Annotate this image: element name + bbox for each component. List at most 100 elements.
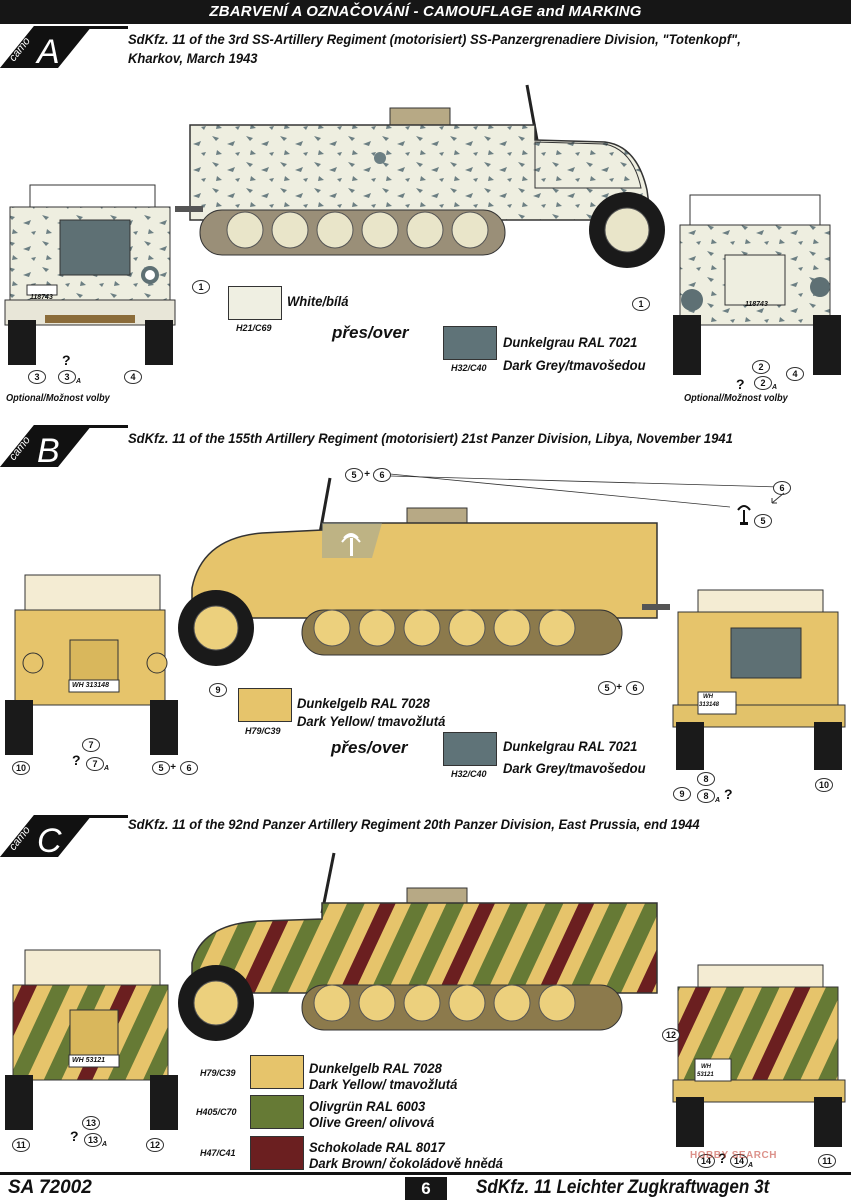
plate-c-rear-2: 53121 bbox=[697, 1072, 714, 1078]
color-name-c-brown-2: Dark Brown/ čokoládově hnědá bbox=[309, 1155, 503, 1171]
marker-1-left: 1 bbox=[192, 280, 210, 294]
color-name-a-white: White/bílá bbox=[287, 293, 349, 309]
marker-2: 2 bbox=[752, 360, 770, 374]
plate-b-rear-2: 313148 bbox=[699, 702, 720, 708]
marker-9-rear: 9 bbox=[673, 787, 691, 801]
camo-tag-b: camo B bbox=[0, 425, 128, 467]
palm-tree-insignia-icon bbox=[341, 533, 361, 556]
plate-b-front: WH 313148 bbox=[72, 682, 109, 689]
marker-5-top: 5 bbox=[345, 468, 363, 482]
camo-tag-a: camo A bbox=[0, 26, 128, 68]
plate-a-rear: 118743 bbox=[30, 294, 53, 301]
swatch-c-dark-yellow bbox=[250, 1055, 304, 1089]
color-name-a-grey-2: Dark Grey/tmavošedou bbox=[503, 357, 646, 373]
question-b-left: ? bbox=[72, 752, 81, 768]
swatch-white bbox=[228, 286, 282, 320]
color-name-b-yellow-2: Dark Yellow/ tmavožlutá bbox=[297, 713, 446, 729]
color-name-c-olive-1: Olivgrün RAL 6003 bbox=[309, 1098, 426, 1114]
color-name-b-grey-2: Dark Grey/tmavošedou bbox=[503, 760, 646, 776]
marker-14a-sub: A bbox=[748, 1162, 754, 1169]
vehicle-a-side-view bbox=[175, 84, 665, 268]
footer-catalog-number: SA 72002 bbox=[8, 1177, 92, 1198]
marker-8: 8 bbox=[697, 772, 715, 786]
marker-13a-sub: A bbox=[102, 1141, 108, 1148]
marker-3: 3 bbox=[28, 370, 46, 384]
palm-tree-detail-icon bbox=[737, 505, 751, 525]
marker-3a-sub: A bbox=[76, 378, 82, 385]
plate-b-rear-1: WH bbox=[703, 694, 713, 700]
marker-10-left: 10 bbox=[12, 761, 30, 775]
marker-11-left: 11 bbox=[12, 1138, 30, 1152]
vehicle-a-rear-view bbox=[4, 184, 176, 365]
footer-rule bbox=[0, 1172, 851, 1175]
marker-10-right: 10 bbox=[815, 778, 833, 792]
vehicle-b-side-view bbox=[178, 477, 670, 666]
marker-13: 13 bbox=[82, 1116, 100, 1130]
plus-rear: + bbox=[616, 682, 622, 693]
footer-page-number: 6 bbox=[405, 1177, 447, 1200]
caption-b-line1: SdKfz. 11 of the 155th Artillery Regimen… bbox=[128, 430, 733, 446]
vehicle-b-front-view bbox=[5, 574, 178, 755]
plate-c-rear-1: WH bbox=[701, 1064, 711, 1070]
code-c-yellow: H79/C39 bbox=[200, 1068, 236, 1078]
vehicle-c-front-view bbox=[5, 949, 178, 1130]
marker-7a: 7 bbox=[86, 757, 104, 771]
color-name-c-yellow-2: Dark Yellow/ tmavožlutá bbox=[309, 1076, 458, 1092]
color-name-c-olive-2: Olive Green/ olivová bbox=[309, 1114, 435, 1130]
marker-6-top: 6 bbox=[373, 468, 391, 482]
swatch-c-olive-green bbox=[250, 1095, 304, 1129]
code-a-grey: H32/C40 bbox=[451, 363, 487, 373]
caption-c-line1: SdKfz. 11 of the 92nd Panzer Artillery R… bbox=[128, 816, 700, 832]
question-a-right: ? bbox=[736, 376, 745, 392]
plate-c-front: WH 53121 bbox=[72, 1057, 106, 1064]
skull-insignia-icon bbox=[145, 270, 155, 280]
marker-12-left: 12 bbox=[146, 1138, 164, 1152]
vehicle-c-rear-view bbox=[672, 964, 846, 1147]
marker-12-right: 12 bbox=[662, 1028, 680, 1042]
over-text-a: přes/over bbox=[332, 323, 409, 342]
marker-8a-sub: A bbox=[715, 797, 721, 804]
color-name-c-brown-1: Schokolade RAL 8017 bbox=[309, 1139, 445, 1155]
marker-8a: 8 bbox=[697, 789, 715, 803]
marker-1-right: 1 bbox=[632, 297, 650, 311]
marker-4-left: 4 bbox=[124, 370, 142, 384]
footer-title: SdKfz. 11 Leichter Zugkraftwagen 3t bbox=[476, 1177, 770, 1198]
optional-a-left: Optional/Možnost volby bbox=[6, 393, 110, 404]
marker-14a: 14 bbox=[730, 1154, 748, 1168]
code-a-white: H21/C69 bbox=[236, 323, 272, 333]
swatch-b-dark-yellow bbox=[238, 688, 292, 722]
marker-6-front: 6 bbox=[180, 761, 198, 775]
watermark: HOBBY SEARCH bbox=[690, 1150, 777, 1161]
optional-a-right: Optional/Možnost volby bbox=[684, 393, 788, 404]
arrow-icon bbox=[771, 492, 785, 504]
color-name-b-grey-1: Dunkelgrau RAL 7021 bbox=[503, 738, 638, 754]
camo-letter-b: B bbox=[37, 432, 60, 467]
color-name-b-yellow-1: Dunkelgelb RAL 7028 bbox=[297, 695, 430, 711]
code-b-yellow: H79/C39 bbox=[245, 726, 281, 736]
vehicle-a-front-view bbox=[673, 194, 841, 375]
code-c-brown: H47/C41 bbox=[200, 1148, 236, 1158]
leader-lines-b bbox=[389, 473, 781, 508]
marker-13a: 13 bbox=[84, 1133, 102, 1147]
marker-5-detail: 5 bbox=[754, 514, 772, 528]
caption-a-line2: Kharkov, March 1943 bbox=[128, 50, 258, 66]
marker-5-front: 5 bbox=[152, 761, 170, 775]
marker-7: 7 bbox=[82, 738, 100, 752]
over-text-b: přes/over bbox=[331, 738, 408, 757]
camo-letter-a: A bbox=[35, 33, 60, 68]
caption-a-line1: SdKfz. 11 of the 3rd SS-Artillery Regime… bbox=[128, 31, 741, 47]
swatch-c-dark-brown bbox=[250, 1136, 304, 1170]
vehicle-b-rear-view bbox=[672, 589, 846, 770]
plate-a-front: 118743 bbox=[745, 301, 768, 308]
marker-3a: 3 bbox=[58, 370, 76, 384]
question-b-right: ? bbox=[724, 786, 733, 802]
question-a-left: ? bbox=[62, 352, 71, 368]
swatch-b-dark-grey bbox=[443, 732, 497, 766]
marker-7a-sub: A bbox=[104, 765, 110, 772]
code-c-olive: H405/C70 bbox=[196, 1107, 237, 1117]
marker-2a: 2 bbox=[754, 376, 772, 390]
code-b-grey: H32/C40 bbox=[451, 769, 487, 779]
question-c-left: ? bbox=[70, 1128, 79, 1144]
marker-5-rear: 5 bbox=[598, 681, 616, 695]
plus-top: + bbox=[364, 469, 370, 480]
